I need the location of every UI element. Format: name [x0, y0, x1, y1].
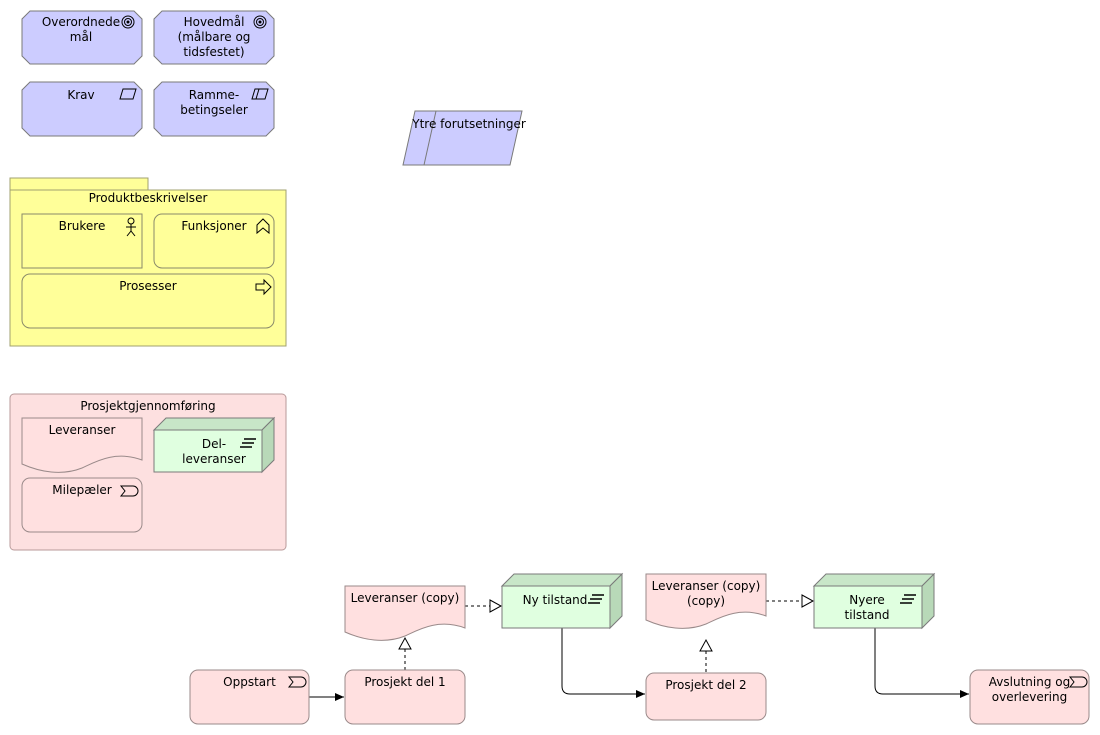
plateau-nyere-tilstand[interactable]	[812, 572, 936, 630]
work-package-prosjekt-del-1[interactable]	[344, 669, 466, 725]
label-brukere: Brukere	[58, 219, 106, 233]
trigger-nyeretilstand-avslutning	[874, 628, 969, 698]
event-avslutning[interactable]	[969, 669, 1090, 725]
plateau-delleveranser[interactable]	[152, 416, 276, 474]
label-prosjekt-del-1: Prosjekt del 1	[364, 675, 446, 689]
trigger-nytilstand-prosjekt2	[561, 628, 645, 698]
label-ny-tilstand: Ny tilstand	[522, 593, 588, 607]
actor-brukere[interactable]	[21, 213, 143, 269]
process-icon	[255, 278, 272, 296]
goal-icon	[121, 15, 135, 29]
label-funksjoner: Funksjoner	[181, 219, 247, 233]
goal-hovedmal[interactable]	[153, 10, 275, 65]
group-title-prosjektgjennomforing: Prosjektgjennomføring	[80, 399, 216, 413]
connectors	[308, 594, 969, 701]
function-funksjoner[interactable]	[153, 213, 275, 269]
label-hovedmal: Hovedmål (målbare og tidsfestet)	[177, 15, 251, 59]
plateau-icon	[240, 438, 256, 448]
plateau-ny-tilstand[interactable]	[500, 572, 624, 630]
label-prosesser: Prosesser	[119, 279, 177, 293]
label-prosjekt-del-2: Prosjekt del 2	[665, 678, 747, 692]
label-nyere-tilstand: Nyere tilstand	[844, 593, 890, 622]
label-leveranser-copy-copy: Leveranser (copy) (copy)	[651, 579, 761, 608]
constraint-rammebetingelser[interactable]	[153, 81, 275, 137]
label-delleveranser: Del- leveranser	[182, 437, 246, 466]
process-prosesser[interactable]	[21, 273, 275, 329]
event-milepaeler[interactable]	[21, 477, 143, 533]
event-oppstart[interactable]	[189, 669, 310, 725]
group-title-produktbeskrivelser: Produktbeskrivelser	[88, 191, 208, 205]
goal-icon	[253, 15, 267, 29]
plateau-icon	[900, 594, 916, 604]
label-avslutning: Avslutning og overlevering	[988, 675, 1071, 704]
deliverable-leveranser-copy[interactable]	[344, 585, 466, 641]
constraint-ytre-forutsetninger[interactable]	[402, 110, 523, 166]
actor-icon	[126, 217, 136, 237]
event-icon	[287, 676, 307, 688]
requirement-icon	[119, 88, 137, 100]
label-leveranser: Leveranser	[48, 423, 116, 437]
label-rammebetingelser: Ramme- betingseler	[180, 88, 248, 117]
constraint-icon	[251, 88, 269, 100]
work-package-prosjekt-del-2[interactable]	[645, 672, 767, 721]
label-overordnede-mal: Overordnede mål	[41, 15, 121, 44]
label-milepaeler: Milepæler	[52, 483, 112, 497]
label-krav: Krav	[67, 88, 95, 102]
label-oppstart: Oppstart	[223, 675, 276, 689]
label-leveranser-copy: Leveranser (copy)	[350, 591, 460, 605]
goal-overordnede-mal[interactable]	[21, 10, 143, 65]
requirement-krav[interactable]	[21, 81, 143, 137]
event-icon	[119, 485, 139, 497]
deliverable-leveranser[interactable]	[21, 417, 143, 473]
deliverable-leveranser-copy-copy[interactable]	[645, 573, 767, 629]
plateau-icon	[588, 594, 604, 604]
label-ytre-forutsetninger: Ytre forutsetninger	[412, 117, 526, 131]
event-icon	[1068, 676, 1088, 688]
function-icon	[256, 218, 270, 235]
